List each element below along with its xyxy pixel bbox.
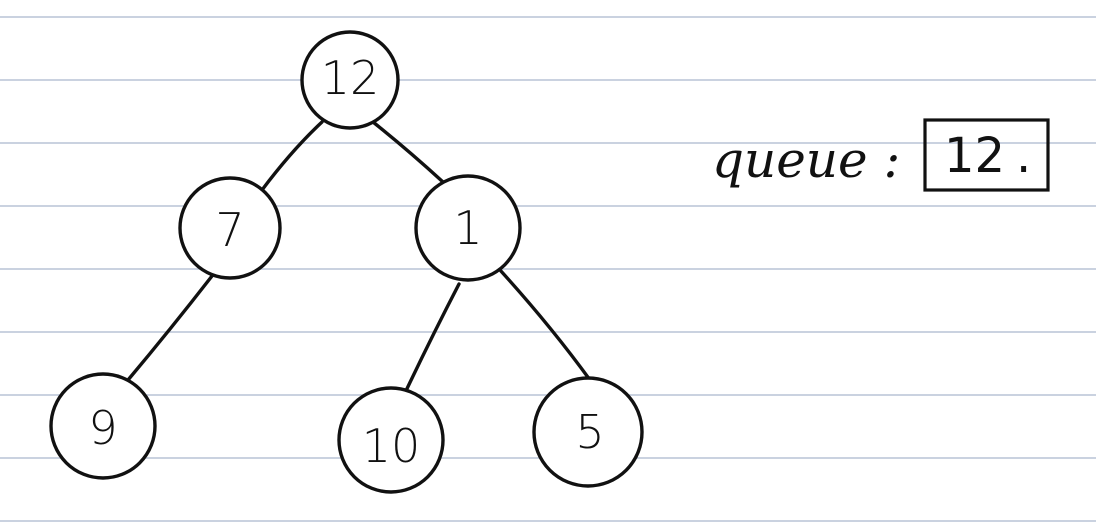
node-label: 12 <box>321 51 380 105</box>
tree-nodes: 12 7 1 9 10 5 <box>49 30 644 494</box>
edge-12-7 <box>260 120 324 192</box>
tree-node-10: 10 <box>337 386 445 494</box>
tree-node-9: 9 <box>49 372 157 480</box>
tree-node-5: 5 <box>532 376 644 488</box>
queue-label: queue : <box>712 131 900 189</box>
tree-node-7: 7 <box>178 176 282 280</box>
node-label: 9 <box>88 401 117 455</box>
tree-node-12: 12 <box>300 30 400 130</box>
edge-1-5 <box>498 268 592 382</box>
tree-edges <box>126 120 592 397</box>
node-label: 5 <box>575 405 604 459</box>
edge-1-10 <box>402 282 461 397</box>
node-label: 7 <box>215 203 244 257</box>
queue-annotation: queue : 12 . <box>712 118 1050 192</box>
queue-dot: . <box>1016 128 1031 184</box>
node-label: 1 <box>453 201 482 255</box>
queue-box <box>923 118 1050 192</box>
node-label: 10 <box>362 419 421 473</box>
tree-node-1: 1 <box>414 174 522 282</box>
edge-12-1 <box>371 120 445 184</box>
edge-7-9 <box>126 274 214 382</box>
ruled-lines <box>0 16 1096 522</box>
queue-item-0: 12 <box>944 128 1005 184</box>
